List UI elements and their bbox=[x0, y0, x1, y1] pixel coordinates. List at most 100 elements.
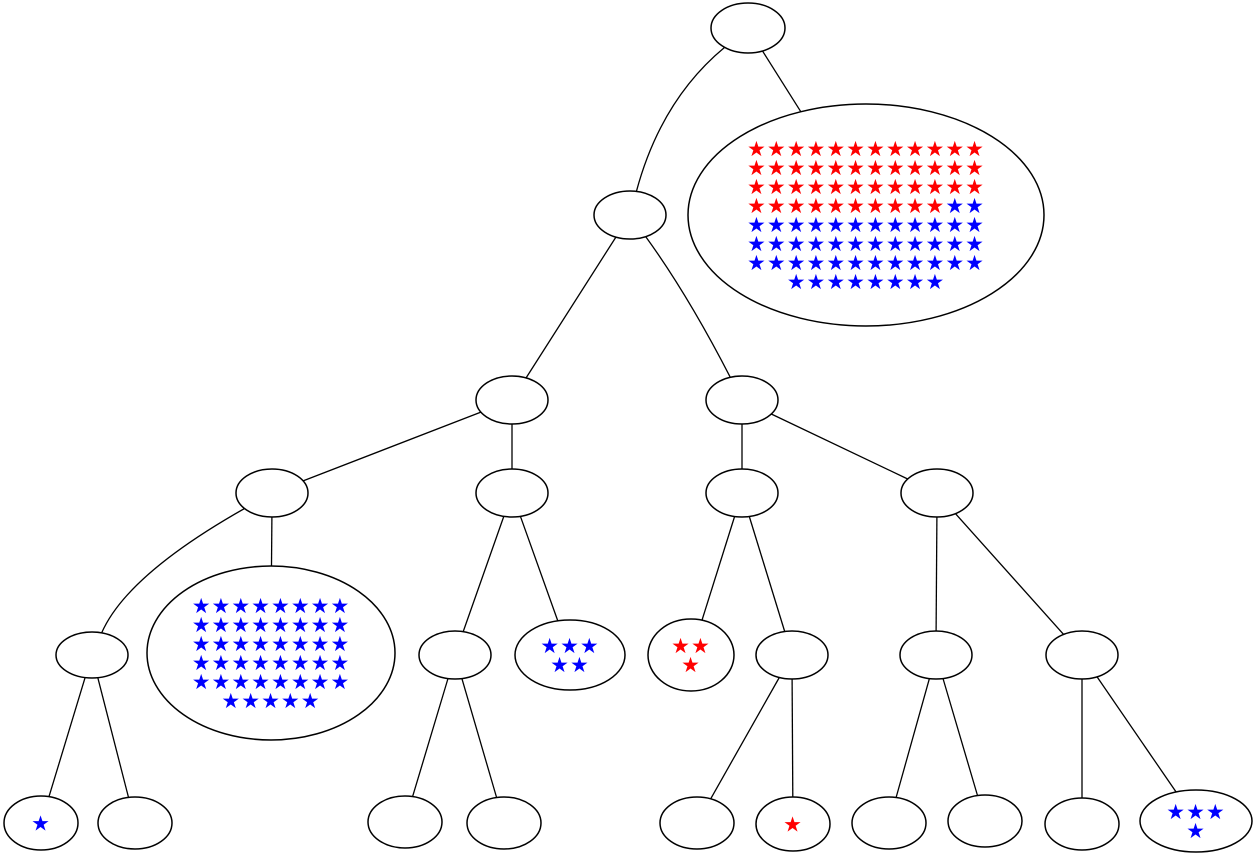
blue-star-icon: ★ bbox=[192, 670, 212, 694]
blue-star-icon: ★ bbox=[192, 613, 212, 637]
edge-l-blue4 bbox=[1096, 676, 1177, 793]
node-ellipse-j bbox=[900, 468, 974, 518]
node-ellipse-leaf8 bbox=[947, 794, 1023, 848]
node-leaf2 bbox=[97, 796, 173, 850]
blue-star-icon: ★ bbox=[251, 594, 271, 618]
red-star-icon: ★ bbox=[767, 194, 787, 218]
red-star-icon: ★ bbox=[783, 812, 803, 836]
edge-j-l bbox=[954, 513, 1065, 635]
edge-e-f bbox=[462, 516, 505, 632]
red-star-icon: ★ bbox=[691, 634, 711, 658]
node-leaf4 bbox=[466, 796, 542, 850]
blue-star-icon: ★ bbox=[330, 632, 350, 656]
red-star-icon: ★ bbox=[866, 194, 886, 218]
node-ellipse-blue4 bbox=[1139, 789, 1253, 853]
node-leaf7 bbox=[851, 796, 927, 850]
red-star-icon: ★ bbox=[945, 175, 965, 199]
red-star-icon: ★ bbox=[945, 137, 965, 161]
edge-g-j bbox=[771, 413, 908, 480]
blue-star-icon: ★ bbox=[251, 613, 271, 637]
node-ellipse-red3 bbox=[647, 618, 735, 692]
node-red3: ★★★ bbox=[647, 618, 735, 692]
edge-a-b bbox=[525, 236, 617, 379]
red-star-icon: ★ bbox=[925, 175, 945, 199]
edge-k-leaf8 bbox=[942, 678, 979, 796]
star-row-big-mixed-6: ★★★★★★★★★★★★ bbox=[747, 251, 985, 275]
blue-star-icon: ★ bbox=[886, 270, 906, 294]
red-star-icon: ★ bbox=[787, 156, 807, 180]
blue-star-icon: ★ bbox=[251, 670, 271, 694]
edge-a-g bbox=[645, 236, 731, 378]
star-row-big-mixed-7: ★★★★★★★★ bbox=[787, 270, 946, 294]
edge-h-i bbox=[748, 516, 786, 632]
node-ellipse-leaf6 bbox=[755, 796, 831, 852]
blue-star-icon: ★ bbox=[866, 270, 886, 294]
star-row-leaf1-0: ★ bbox=[31, 811, 51, 835]
blue-star-icon: ★ bbox=[251, 632, 271, 656]
blue-star-icon: ★ bbox=[271, 613, 291, 637]
node-leaf9 bbox=[1044, 797, 1120, 851]
blue-star-icon: ★ bbox=[787, 270, 807, 294]
blue-star-icon: ★ bbox=[231, 613, 251, 637]
edge-j-k bbox=[935, 516, 938, 632]
star-row-big-mixed-1: ★★★★★★★★★★★★ bbox=[747, 156, 985, 180]
blue-star-icon: ★ bbox=[550, 653, 570, 677]
blue-star-icon: ★ bbox=[886, 251, 906, 275]
blue-star-icon: ★ bbox=[965, 232, 985, 256]
node-k bbox=[899, 630, 973, 680]
red-star-icon: ★ bbox=[807, 156, 827, 180]
blue-star-icon: ★ bbox=[747, 232, 767, 256]
node-ellipse-h bbox=[705, 468, 779, 518]
node-ellipse-e bbox=[475, 468, 549, 518]
node-ellipse-blue5 bbox=[514, 619, 626, 691]
blue-star-icon: ★ bbox=[560, 634, 580, 658]
star-row-blue4-1: ★ bbox=[1186, 819, 1206, 843]
blue-star-icon: ★ bbox=[311, 670, 331, 694]
blue-star-icon: ★ bbox=[826, 213, 846, 237]
red-star-icon: ★ bbox=[767, 137, 787, 161]
blue-star-icon: ★ bbox=[866, 251, 886, 275]
star-row-big-mixed-5: ★★★★★★★★★★★★ bbox=[747, 232, 985, 256]
blue-star-icon: ★ bbox=[886, 232, 906, 256]
red-star-icon: ★ bbox=[826, 194, 846, 218]
node-leaf5 bbox=[659, 796, 735, 850]
edge-h-red3 bbox=[701, 516, 736, 621]
blue-star-icon: ★ bbox=[221, 689, 241, 713]
edge-layer bbox=[48, 46, 1177, 800]
blue-star-icon: ★ bbox=[301, 689, 321, 713]
blue-star-icon: ★ bbox=[580, 634, 600, 658]
blue-star-icon: ★ bbox=[826, 270, 846, 294]
blue-star-icon: ★ bbox=[231, 632, 251, 656]
blue-star-icon: ★ bbox=[271, 651, 291, 675]
red-star-icon: ★ bbox=[906, 194, 926, 218]
blue-star-icon: ★ bbox=[807, 251, 827, 275]
red-star-icon: ★ bbox=[826, 175, 846, 199]
blue-star-icon: ★ bbox=[291, 632, 311, 656]
red-star-icon: ★ bbox=[747, 194, 767, 218]
blue-star-icon: ★ bbox=[866, 232, 886, 256]
blue-star-icon: ★ bbox=[787, 232, 807, 256]
blue-star-icon: ★ bbox=[540, 634, 560, 658]
red-star-icon: ★ bbox=[965, 156, 985, 180]
node-j bbox=[900, 468, 974, 518]
blue-star-icon: ★ bbox=[826, 232, 846, 256]
node-layer: ★★★★★★★★★★★★★★★★★★★★★★★★★★★★★★★★★★★★★★★★… bbox=[3, 2, 1253, 853]
star-row-big-blue-3: ★★★★★★★★ bbox=[192, 651, 351, 675]
red-star-icon: ★ bbox=[965, 137, 985, 161]
blue-star-icon: ★ bbox=[330, 594, 350, 618]
node-ellipse-leaf2 bbox=[97, 796, 173, 850]
blue-star-icon: ★ bbox=[212, 632, 232, 656]
node-ellipse-f bbox=[418, 630, 492, 680]
blue-star-icon: ★ bbox=[807, 213, 827, 237]
blue-star-icon: ★ bbox=[846, 232, 866, 256]
blue-star-icon: ★ bbox=[271, 594, 291, 618]
blue-star-icon: ★ bbox=[1186, 800, 1206, 824]
blue-star-icon: ★ bbox=[330, 651, 350, 675]
blue-star-icon: ★ bbox=[1186, 819, 1206, 843]
edge-d-leaf1 bbox=[48, 677, 86, 797]
blue-star-icon: ★ bbox=[271, 632, 291, 656]
blue-star-icon: ★ bbox=[231, 651, 251, 675]
red-star-icon: ★ bbox=[747, 156, 767, 180]
blue-star-icon: ★ bbox=[291, 613, 311, 637]
